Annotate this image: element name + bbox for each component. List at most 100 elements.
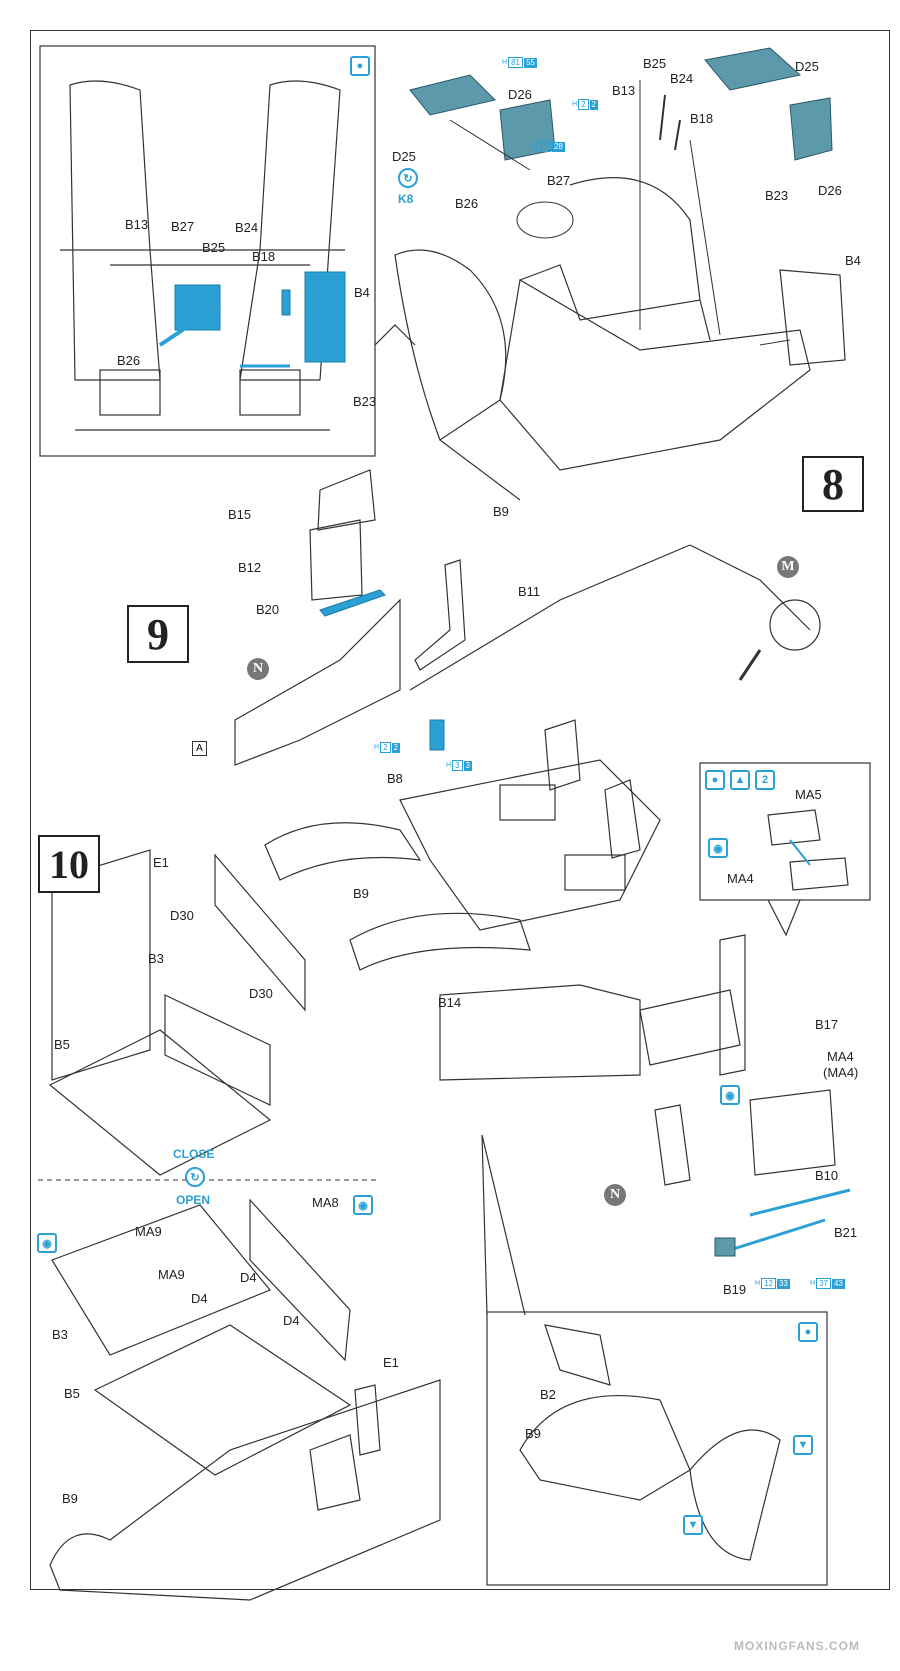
part-label-b23: B23 [765,188,789,203]
part-label-b17: B17 [815,1017,839,1032]
part-label-b11: B11 [518,584,541,599]
part-label-b5: B5 [54,1037,70,1052]
part-label-b9: B9 [353,886,369,901]
step-number-10: 10 [38,835,100,893]
b27-tank [516,201,574,239]
seat-back-right [789,97,833,161]
part-label-b10: B10 [815,1168,839,1183]
part-label-ma5: MA5 [795,787,822,802]
part-label-ma9: MA9 [135,1224,162,1239]
part-label-d25: D25 [795,59,819,74]
part-label-e1: E1 [383,1355,399,1370]
inset-right-wall [239,80,341,381]
b9-inset-body [519,1394,691,1501]
part-label-d25: D25 [392,149,416,164]
step-number-9: 9 [127,605,189,663]
part-label-b3: B3 [148,951,164,966]
glue-drop-icon: ◉ [708,838,728,858]
part-label-b4: B4 [845,253,861,268]
part-label-b4: B4 [354,285,370,300]
b5-floor-lower [93,1324,352,1476]
steering-wheel [769,599,821,651]
b10-panel [749,1089,836,1176]
reference-a-label: A [192,741,207,756]
part-label-b25: B25 [643,56,667,71]
instruction-sheet-border [30,30,890,1590]
step8-b4-box [779,269,846,366]
part-label-b27: B27 [171,219,195,234]
part-label-d26: D26 [818,183,842,198]
part-label-b18: B18 [252,249,276,264]
glue-drop-icon: ◉ [353,1195,373,1215]
part-label-d30: D30 [170,908,194,923]
part-label-ma8: MA8 [312,1195,339,1210]
part-label-b20: B20 [256,602,280,617]
b11-frame [414,559,466,671]
fold-icon: ▲ [730,770,750,790]
fender-b9 [349,912,531,971]
part-label-b25: B25 [202,240,226,255]
lower-cab-body [49,1379,441,1601]
part-label-b13: B13 [125,217,149,232]
part-label-b14: B14 [438,995,462,1010]
drill-icon: ▼ [683,1515,703,1535]
b5-floor [48,1029,272,1176]
b2-inset-frame [486,1311,828,1586]
b20-part [319,589,386,617]
part-label-d30: D30 [249,986,273,1001]
part-label-b9: B9 [62,1491,78,1506]
part-label-b26: B26 [117,353,141,368]
paint-drop-icon: ● [350,56,370,76]
e1-frame-lower [249,1198,351,1362]
drill-icon: ▼ [793,1435,813,1455]
part-label-b18: B18 [690,111,714,126]
part-label-ma4: MA4 [727,871,754,886]
jerrycan [654,1104,691,1186]
glue-drop-icon: ◉ [720,1085,740,1105]
seat-cushion-left [409,74,496,116]
b17-post [719,934,746,1076]
part-label-ma4-alt: (MA4) [823,1065,859,1080]
close-label: CLOSE [173,1147,215,1161]
inset-right-seat [239,369,301,416]
b2-part [544,1324,611,1386]
part-label-b9: B9 [525,1426,541,1441]
callout-pointer [374,324,416,346]
part-label-b27: B27 [547,173,571,188]
paint-drop-icon: ● [798,1322,818,1342]
part-label-b2: B2 [540,1387,556,1402]
cab-floor-assembly [399,759,661,931]
step9-side-wall [234,598,401,766]
b19-shovel [729,1218,826,1252]
rotate-icon: ↻ [398,168,418,188]
part-label-b13: B13 [612,83,636,98]
step8-floor [499,279,811,471]
b12-panel [309,519,363,601]
part-label-b9: B9 [493,504,509,519]
b15-panel [317,469,376,531]
e1-frame [214,853,306,1012]
part-label-b21: B21 [834,1225,858,1240]
watermark: MOXINGFANS.COM [733,1639,860,1653]
b8-part [429,719,445,751]
fender-upper [264,822,422,881]
ref-k8-label: K8 [398,192,414,206]
part-label-d26: D26 [508,87,532,102]
paint-drop-icon: ● [705,770,725,790]
part-label-b5: B5 [64,1386,80,1401]
part-label-b24: B24 [670,71,694,86]
part-label-ma4: MA4 [827,1049,854,1064]
inset-detail-frame [39,45,376,457]
part-label-d4: D4 [191,1291,208,1306]
part-label-b8: B8 [387,771,403,786]
seat-cushion-right [704,47,802,91]
step-number-8: 8 [802,456,864,512]
steering-column [689,544,811,631]
rotate-icon: ↻ [185,1167,205,1187]
